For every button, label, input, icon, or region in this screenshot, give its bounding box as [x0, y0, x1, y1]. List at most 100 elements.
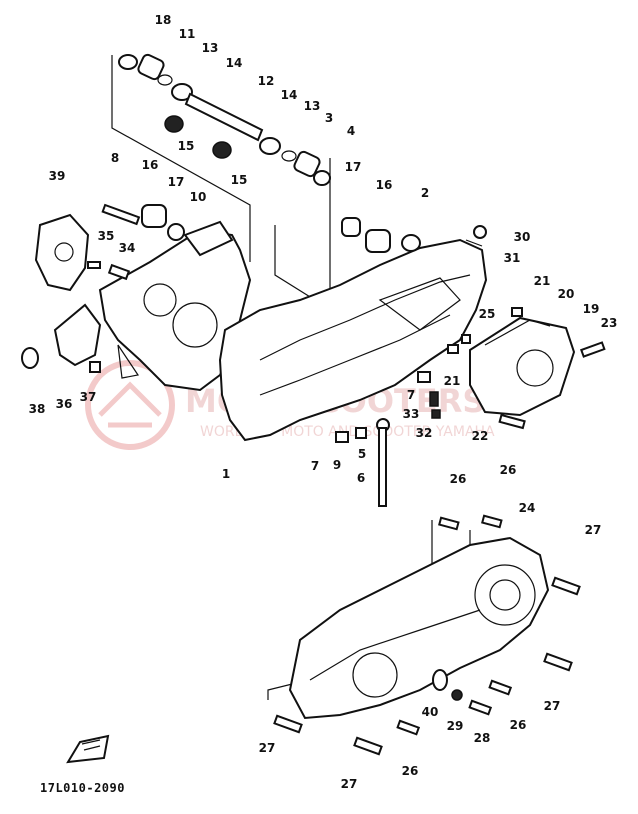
crankcase-rib-lower [259, 314, 451, 396]
lower-crankcase-parts [335, 418, 390, 507]
right-cover [417, 307, 606, 430]
callout-24: 24 [519, 501, 536, 515]
bearing-stack [118, 53, 331, 186]
watermark-mark-icon [98, 381, 162, 428]
reference-code: 17L010-2090 [40, 781, 125, 795]
callout-28: 28 [474, 731, 491, 745]
callout-17: 17 [168, 175, 185, 189]
pin-15b-part [212, 141, 232, 159]
callout-26: 26 [402, 764, 419, 778]
callout-13: 13 [304, 99, 321, 113]
pin-15a-part [164, 115, 184, 133]
callout-15: 15 [178, 139, 195, 153]
gasket-39-hole [54, 242, 74, 262]
bolt-8-part [101, 203, 141, 226]
callout-10: 10 [190, 190, 207, 204]
cover-rib [309, 609, 481, 681]
bearing-16b-part [365, 229, 391, 253]
bolt-37-part [89, 361, 101, 373]
bracket-10-part [183, 220, 234, 257]
callout-25: 25 [479, 307, 496, 321]
callout-14: 14 [281, 88, 298, 102]
bracket-upper-right [274, 158, 331, 310]
bolt-27a-part [551, 576, 581, 596]
dowel-21a-part [511, 307, 523, 317]
callout-31: 31 [504, 251, 521, 265]
callout-36: 36 [56, 397, 73, 411]
seal-17b-part [341, 217, 361, 237]
main-crankcase [218, 217, 488, 442]
cover-fan-housing [474, 564, 536, 626]
callout-16: 16 [376, 178, 393, 192]
seal-4-part [313, 170, 331, 186]
washer-14-part [171, 83, 193, 101]
cap-38-part [21, 347, 39, 369]
seal-18-part [118, 54, 138, 70]
callout-12: 12 [258, 74, 275, 88]
callout-26: 26 [500, 463, 517, 477]
washer-29-part [451, 689, 463, 701]
callout-30: 30 [514, 230, 531, 244]
gasket-39-part [34, 213, 90, 292]
cover-36-part [53, 303, 102, 367]
pin-7a-part [417, 371, 431, 383]
bolt-22-part [498, 413, 526, 430]
callout-11: 11 [179, 27, 196, 41]
bolt-26d-part [396, 719, 421, 736]
cover-19-part [469, 316, 576, 417]
callout-35: 35 [98, 229, 115, 243]
crankcase-window [378, 277, 461, 331]
bracket-upper-left [111, 55, 251, 262]
callout-5: 5 [358, 447, 366, 461]
callout-21: 21 [534, 274, 551, 288]
callout-6: 6 [357, 471, 365, 485]
callout-27: 27 [259, 741, 276, 755]
callout-13: 13 [202, 41, 219, 55]
gasket-20-part [484, 319, 551, 346]
shaft-12-part [184, 92, 264, 142]
crank-bore-left-b [143, 283, 177, 317]
bolt-28-part [468, 699, 493, 716]
callout-33: 33 [403, 407, 420, 421]
callout-7: 7 [311, 459, 319, 473]
callout-3: 3 [325, 111, 333, 125]
callout-7: 7 [407, 388, 415, 402]
bolt-23-part [580, 341, 606, 358]
circlip-13b-part [281, 150, 297, 162]
washer-31-part [465, 239, 483, 247]
crank-bore-left [172, 302, 218, 348]
callout-9: 9 [333, 458, 341, 472]
callout-32: 32 [416, 426, 433, 440]
callout-20: 20 [558, 287, 575, 301]
crankcase-rib-upper [259, 274, 471, 361]
bolt-27c-part [273, 714, 303, 734]
callout-27: 27 [544, 699, 561, 713]
callout-4: 4 [347, 124, 355, 138]
pin-9-part [355, 427, 367, 439]
stud-6-part [378, 427, 387, 507]
bolt-26c-part [488, 679, 513, 696]
callout-17: 17 [345, 160, 362, 174]
callout-21: 21 [444, 374, 461, 388]
callout-8: 8 [111, 151, 119, 165]
seal-17a-part [167, 223, 185, 241]
bearing-3-part [293, 150, 321, 178]
washer-32-part [431, 409, 441, 419]
callout-23: 23 [601, 316, 618, 330]
front-direction-marker [66, 734, 110, 764]
callout-18: 18 [155, 13, 172, 27]
callout-22: 22 [472, 429, 489, 443]
dowel-2-part [401, 234, 421, 252]
bolt-33-part [429, 391, 439, 407]
bolt-27d-part [353, 736, 383, 756]
callout-26: 26 [510, 718, 527, 732]
bearing-11-part [137, 53, 165, 81]
direction-arrow-hatch [81, 739, 101, 751]
bolt-26b-part [481, 514, 503, 529]
callout-40: 40 [422, 705, 439, 719]
bearing-16a-part [141, 204, 167, 228]
callout-39: 39 [49, 169, 66, 183]
callout-14: 14 [226, 56, 243, 70]
